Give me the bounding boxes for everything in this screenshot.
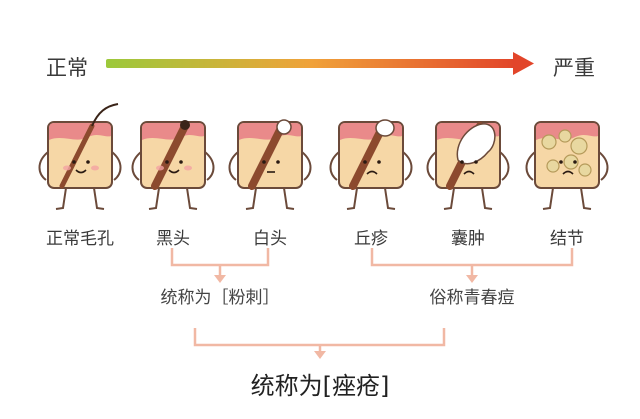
pore-characters [38, 103, 609, 210]
bracket-qingchundou [370, 248, 574, 283]
group-label-qingchundou: 俗称青春痘 [429, 288, 515, 308]
severity-arrow-head [513, 52, 534, 75]
severity-arrow [106, 52, 534, 75]
pore-character-5 [426, 121, 510, 210]
pore-character-1 [38, 103, 122, 210]
severity-start-label: 正常 [46, 56, 88, 80]
pore-character-4 [329, 119, 413, 210]
pore-character-2 [131, 120, 215, 210]
group-label-fenci: 统称为［粉刺］ [160, 288, 280, 308]
bracket-cuochuang [193, 328, 446, 359]
stage-label-whitehead: 白头 [253, 229, 287, 249]
stage-label-cyst: 囊肿 [451, 229, 485, 249]
pore-character-3 [228, 119, 312, 210]
final-label: 统称为[痤疮] [250, 372, 390, 400]
stage-label-nodule: 结节 [550, 229, 584, 249]
severity-arrow-shaft [106, 59, 516, 68]
stage-label-normal-pore: 正常毛孔 [46, 229, 114, 249]
pore-character-6 [525, 121, 609, 210]
stage-label-papule: 丘疹 [354, 229, 388, 249]
stage-label-blackhead: 黑头 [156, 229, 190, 249]
severity-end-label: 严重 [553, 56, 595, 80]
bracket-fenci [170, 248, 270, 283]
